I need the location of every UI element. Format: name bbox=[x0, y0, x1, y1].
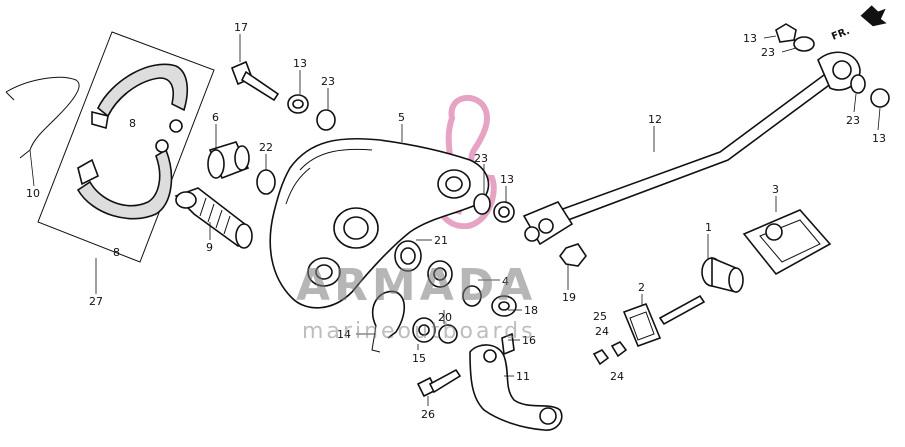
seal-13-middle bbox=[493, 201, 515, 223]
washer-15 bbox=[412, 317, 436, 343]
brake-rod-12 bbox=[522, 51, 861, 246]
brake-shoe-lower bbox=[76, 139, 173, 220]
watermark-tagline: marineoutboards bbox=[302, 319, 536, 344]
bolt-1 bbox=[658, 256, 744, 326]
brake-cam-9 bbox=[174, 187, 253, 249]
washer-20 bbox=[438, 324, 458, 344]
callout-13-middle: 13 bbox=[500, 173, 514, 186]
callout-13-top-right: 13 bbox=[743, 32, 757, 45]
brake-panel-5 bbox=[269, 137, 490, 309]
callout-3: 3 bbox=[772, 183, 779, 196]
callout-23-right: 23 bbox=[846, 114, 860, 127]
callout-24-lower: 24 bbox=[610, 370, 624, 383]
bracket-3 bbox=[742, 209, 832, 276]
callout-12: 12 bbox=[648, 113, 662, 126]
callout-9: 9 bbox=[206, 241, 213, 254]
o-ring-23-middle bbox=[473, 193, 491, 215]
callout-21: 21 bbox=[434, 234, 448, 247]
bolt-26 bbox=[416, 368, 462, 398]
nut-24 bbox=[610, 340, 628, 358]
callout-25: 25 bbox=[593, 310, 607, 323]
seal-13-top-right bbox=[775, 23, 797, 43]
callout-8-lower: 8 bbox=[113, 246, 120, 259]
brake-shoe-upper bbox=[91, 63, 189, 133]
front-direction-arrow: FR. bbox=[830, 5, 887, 43]
callout-13: 13 bbox=[293, 57, 307, 70]
nut-19 bbox=[559, 243, 587, 267]
callout-22: 22 bbox=[259, 141, 273, 154]
callout-27: 27 bbox=[89, 295, 103, 308]
callout-20: 20 bbox=[438, 311, 452, 324]
plate-2 bbox=[622, 302, 662, 348]
pin-16 bbox=[501, 332, 515, 356]
nut-18 bbox=[491, 295, 517, 317]
seal-13-right bbox=[870, 88, 890, 108]
o-ring-23-top-right bbox=[793, 36, 815, 52]
o-ring-23-right bbox=[850, 74, 866, 94]
callout-16: 16 bbox=[522, 334, 536, 347]
seal-13-top bbox=[287, 94, 309, 114]
callout-23-top-right: 23 bbox=[761, 46, 775, 59]
callout-26: 26 bbox=[421, 408, 435, 421]
bolt-17 bbox=[230, 60, 280, 102]
callout-11: 11 bbox=[516, 370, 530, 383]
callout-1: 1 bbox=[705, 221, 712, 234]
watermark-brand: ARMADA bbox=[296, 260, 536, 311]
callout-4: 4 bbox=[502, 275, 509, 288]
stopper-arm-11 bbox=[469, 344, 563, 431]
callout-6: 6 bbox=[212, 111, 219, 124]
bearing-21 bbox=[394, 240, 422, 272]
callout-17: 17 bbox=[234, 21, 248, 34]
callout-8-upper: 8 bbox=[129, 117, 136, 130]
callout-5: 5 bbox=[398, 111, 405, 124]
collar-4-inner bbox=[462, 285, 482, 307]
nut-25 bbox=[592, 348, 610, 366]
brake-shoe-group-box bbox=[37, 31, 215, 263]
front-label: FR. bbox=[830, 26, 851, 43]
callout-10: 10 bbox=[26, 187, 40, 200]
collar-6 bbox=[207, 141, 250, 180]
callout-23: 23 bbox=[321, 75, 335, 88]
callout-2: 2 bbox=[638, 281, 645, 294]
callout-19: 19 bbox=[562, 291, 576, 304]
return-spring-10 bbox=[5, 76, 80, 159]
callout-15: 15 bbox=[412, 352, 426, 365]
spacer-4 bbox=[427, 260, 453, 288]
watermark-text: ARMADA marineoutboards bbox=[296, 260, 536, 344]
callout-labels: 17 13 23 6 22 5 8 8 10 27 9 23 13 21 4 1… bbox=[26, 21, 886, 421]
callout-24-upper: 24 bbox=[595, 325, 609, 338]
callout-23-middle: 23 bbox=[474, 152, 488, 165]
callout-14: 14 bbox=[337, 328, 351, 341]
leader-lines bbox=[29, 34, 881, 406]
callout-13-right: 13 bbox=[872, 132, 886, 145]
o-ring-23-top bbox=[316, 109, 336, 131]
callout-18: 18 bbox=[524, 304, 538, 317]
o-ring-22 bbox=[256, 169, 276, 195]
